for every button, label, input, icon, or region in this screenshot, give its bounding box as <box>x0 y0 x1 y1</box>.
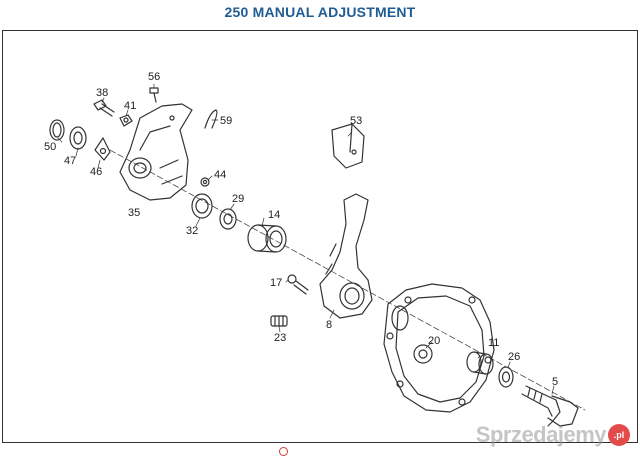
label-5: 5 <box>552 376 558 388</box>
watermark-text: Sprzedajemy <box>475 422 607 447</box>
watermark: Sprzedajemy .pl <box>476 422 630 448</box>
part-11-bushing <box>466 351 494 375</box>
part-46-lock-plate <box>94 137 111 161</box>
part-59-cotter-pin <box>204 109 218 129</box>
leader-lines <box>57 83 555 395</box>
label-26: 26 <box>508 351 520 363</box>
part-50-snap-ring <box>49 119 65 141</box>
part-32-seal <box>191 193 213 219</box>
transmission-housing <box>383 283 495 413</box>
label-46: 46 <box>90 166 102 178</box>
part-35-housing <box>119 103 193 201</box>
part-53-cover-plate <box>331 123 365 169</box>
part-47-washer <box>69 126 87 150</box>
label-47: 47 <box>64 155 76 167</box>
part-17-bolt <box>287 274 309 295</box>
label-29: 29 <box>232 193 244 205</box>
part-23-plug <box>270 315 288 327</box>
part-5-shaft <box>521 385 579 427</box>
label-14: 14 <box>268 209 280 221</box>
label-56: 56 <box>148 71 160 83</box>
part-8-lever-arm <box>319 193 373 319</box>
diagram-frame <box>2 30 638 443</box>
part-14-bushing <box>247 224 287 253</box>
part-26-seal <box>498 366 514 388</box>
label-23: 23 <box>274 332 286 344</box>
label-35: 35 <box>128 207 140 219</box>
part-56-screw <box>149 87 159 103</box>
page-title: 250 MANUAL ADJUSTMENT <box>224 4 416 20</box>
label-53: 53 <box>350 115 362 127</box>
label-44: 44 <box>214 169 226 181</box>
page-indicator-dot[interactable] <box>279 447 288 456</box>
label-20: 20 <box>428 335 440 347</box>
part-41-nut <box>119 114 133 127</box>
label-17: 17 <box>270 277 282 289</box>
label-41: 41 <box>124 100 136 112</box>
label-38: 38 <box>96 87 108 99</box>
part-29-ring <box>219 208 237 230</box>
label-8: 8 <box>326 319 332 331</box>
label-11: 11 <box>488 337 499 349</box>
label-32: 32 <box>186 225 198 237</box>
part-38-bolt <box>93 99 115 117</box>
part-20-hub <box>413 344 433 364</box>
watermark-badge: .pl <box>608 424 630 446</box>
label-50: 50 <box>44 141 56 153</box>
part-44-nut <box>200 177 210 187</box>
label-59: 59 <box>220 115 232 127</box>
